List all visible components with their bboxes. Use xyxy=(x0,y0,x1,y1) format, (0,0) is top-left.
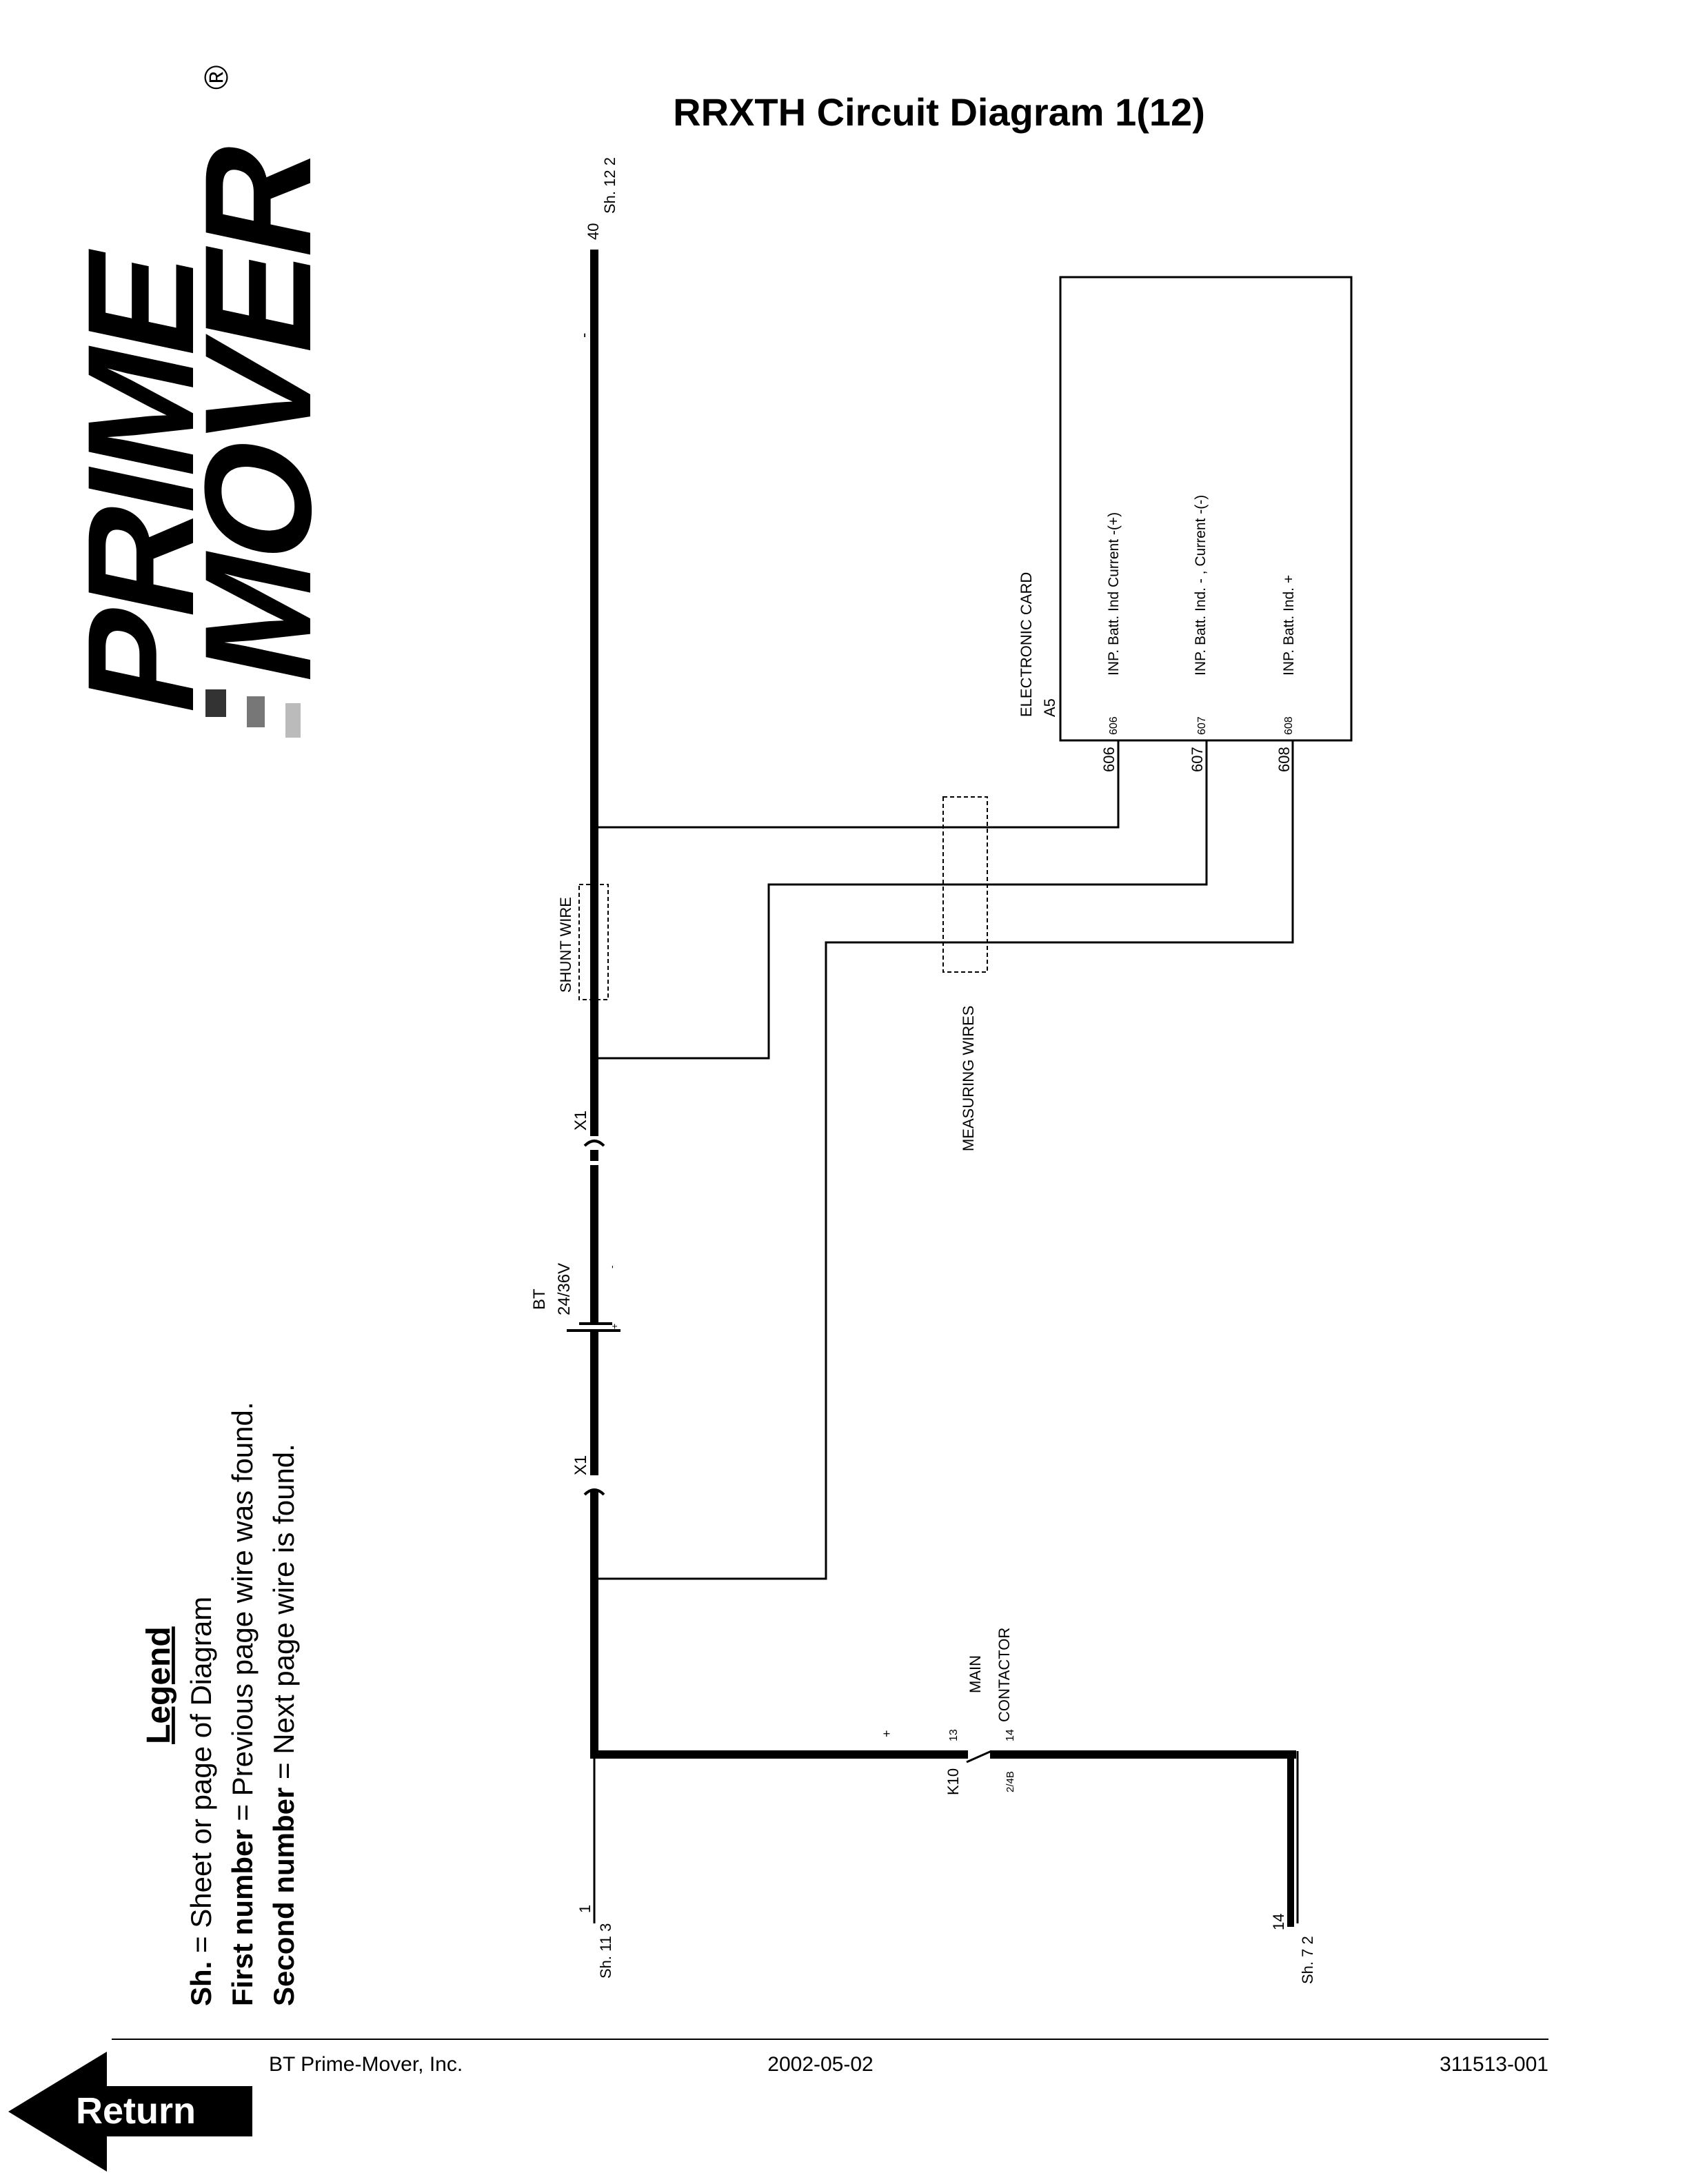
logo-bar xyxy=(205,689,226,717)
wire-number-608: 608 xyxy=(1275,747,1293,772)
wire-608 xyxy=(594,740,1294,1580)
prime-mover-logo: PRIME MOVER ® xyxy=(57,65,343,738)
polarity-minus: - xyxy=(575,333,592,338)
contactor-name: MAIN xyxy=(967,1655,984,1693)
card-pin-608: 608 xyxy=(1283,716,1295,735)
legend: Legend Sh. = Sheet or page of Diagram Fi… xyxy=(141,1402,300,2006)
logo-line2: MOVER xyxy=(174,129,343,696)
footer-doc-number: 311513-001 xyxy=(1440,2053,1548,2076)
logo-bar xyxy=(247,696,265,727)
battery-voltage: 24/36V xyxy=(555,1263,574,1315)
card-pin-label: INP. Batt. Ind. - , Current -(-) xyxy=(1193,495,1209,676)
wire-607 xyxy=(594,740,1208,1060)
page-title: RRXTH Circuit Diagram 1(12) xyxy=(673,90,1205,134)
wire-number-14: 14 xyxy=(1270,1914,1287,1930)
sheet-ref-bottom-right: Sh. 7 2 xyxy=(1299,1936,1316,1984)
shunt-wire-label: SHUNT WIRE xyxy=(557,897,574,993)
main-bus xyxy=(567,250,620,1759)
wire-number-40: 40 xyxy=(585,223,602,240)
legend-line: First number = Previous page wire was fo… xyxy=(226,1402,259,2006)
registered-mark: ® xyxy=(199,65,235,90)
main-contactor-circuit xyxy=(593,1750,1299,1927)
wire-number-1: 1 xyxy=(576,1905,594,1913)
measuring-wires-label: MEASURING WIRES xyxy=(960,1006,977,1151)
sheet-ref-top: Sh. 12 2 xyxy=(601,157,618,214)
contactor-id: K10 xyxy=(945,1768,962,1795)
connector-x1-upper: X1 xyxy=(572,1111,590,1131)
connector-x1-lower-symbol xyxy=(583,1488,605,1496)
contact-switch xyxy=(966,1750,992,1763)
contactor-pin-13: 13 xyxy=(948,1729,960,1741)
connector-x1-upper-symbol xyxy=(583,1140,605,1147)
footer-date: 2002-05-02 xyxy=(767,2053,873,2076)
sheet-ref-bottom-left: Sh. 11 3 xyxy=(597,1923,614,1979)
wire-number-606: 606 xyxy=(1100,747,1118,772)
contactor-pin-14: 14 xyxy=(1005,1729,1016,1741)
logo-line1: PRIME xyxy=(57,239,225,727)
card-pin-label: INP. Batt. Ind Current -(+) xyxy=(1106,512,1122,676)
card-pin-label: INP. Batt. Ind. + xyxy=(1281,575,1297,676)
connector-x1-lower: X1 xyxy=(572,1455,590,1475)
card-pin-606: 606 xyxy=(1108,716,1120,735)
wire-number-607: 607 xyxy=(1189,747,1206,772)
contactor-ref: 2/4B xyxy=(1005,1771,1016,1792)
return-label: Return xyxy=(76,2090,196,2132)
battery-minus: - xyxy=(606,1265,617,1268)
shunt-wire-box xyxy=(578,884,609,1000)
measuring-wires xyxy=(594,740,1294,1580)
card-id: A5 xyxy=(1041,698,1058,717)
contactor-name2: CONTACTOR xyxy=(996,1628,1013,1722)
card-name: ELECTRONIC CARD xyxy=(1018,572,1035,717)
electronic-card-box xyxy=(1059,276,1353,742)
left-arrow-icon xyxy=(8,2052,252,2172)
legend-heading: Legend xyxy=(141,1626,177,1744)
battery-plus: + xyxy=(609,1324,620,1329)
contactor-plus: + xyxy=(880,1730,894,1737)
footer-company: BT Prime-Mover, Inc. xyxy=(269,2053,463,2076)
return-button[interactable]: Return xyxy=(8,2052,252,2172)
legend-line: Sh. = Sheet or page of Diagram xyxy=(185,1597,217,2006)
card-pin-607: 607 xyxy=(1196,716,1208,735)
wire-606 xyxy=(594,740,1120,829)
legend-line: Second number = Next page wire is found. xyxy=(268,1444,300,2006)
battery-name: BT xyxy=(530,1288,549,1310)
measuring-wires-box xyxy=(942,796,988,973)
logo-bar xyxy=(285,703,301,738)
